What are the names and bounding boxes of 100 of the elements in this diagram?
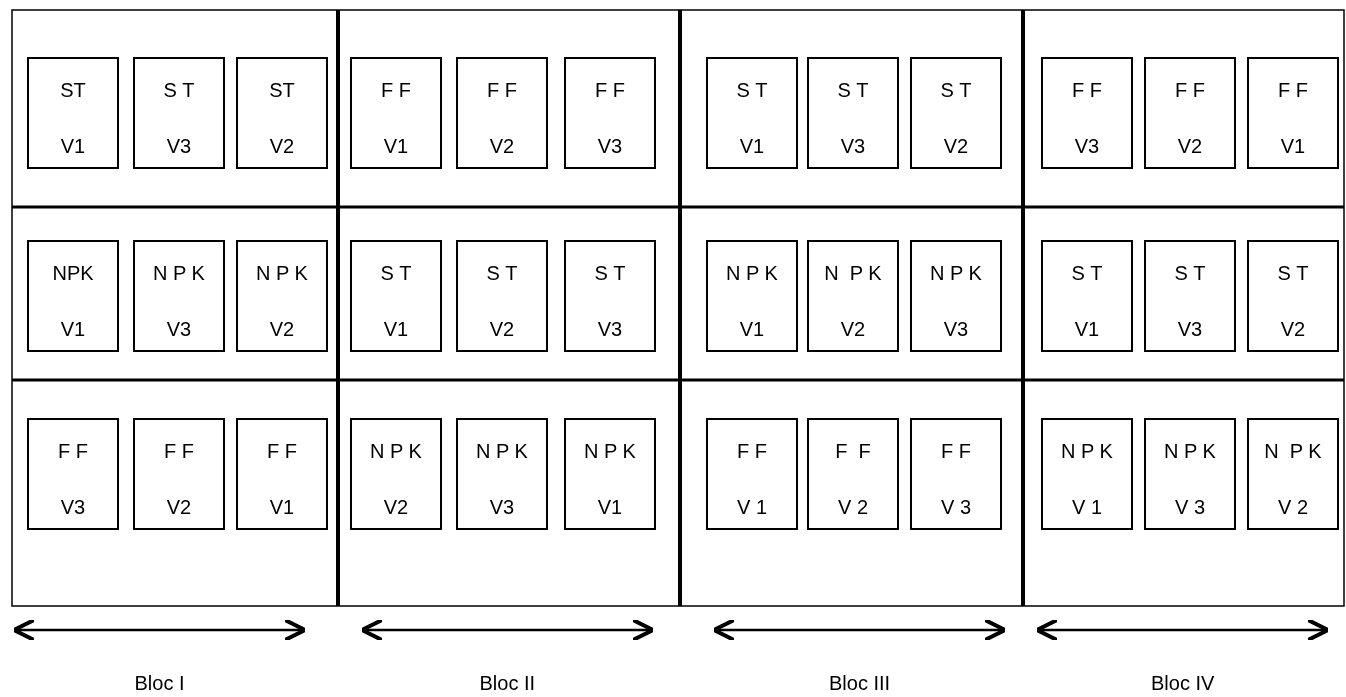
treatment-label: N P K bbox=[369, 440, 423, 463]
variety-label: V3 bbox=[59, 496, 87, 519]
treatment-label: S T bbox=[1173, 262, 1207, 285]
variety-label: V1 bbox=[382, 135, 410, 158]
plot-box bbox=[706, 240, 798, 352]
plot-box bbox=[1247, 240, 1339, 352]
plot-box bbox=[350, 418, 442, 530]
variety-label: V3 bbox=[839, 135, 867, 158]
plot-box bbox=[236, 418, 328, 530]
plot-box bbox=[1247, 57, 1339, 169]
variety-label: V3 bbox=[1073, 135, 1101, 158]
variety-label: V2 bbox=[1176, 135, 1204, 158]
variety-label: V2 bbox=[839, 318, 867, 341]
variety-label: V1 bbox=[268, 496, 296, 519]
plot-box bbox=[133, 240, 225, 352]
plot-box bbox=[910, 240, 1002, 352]
treatment-label: F F bbox=[266, 440, 298, 463]
treatment-label: S T bbox=[735, 79, 769, 102]
treatment-label: F F bbox=[57, 440, 89, 463]
treatment-label: F F bbox=[834, 440, 872, 463]
plot-box bbox=[350, 240, 442, 352]
block-label: Bloc III bbox=[829, 672, 891, 695]
plot-box bbox=[133, 418, 225, 530]
variety-label: V 2 bbox=[837, 496, 869, 519]
variety-label: V3 bbox=[1176, 318, 1204, 341]
plot-box bbox=[807, 57, 899, 169]
variety-label: V2 bbox=[942, 135, 970, 158]
treatment-label: N P K bbox=[725, 262, 779, 285]
plot-box bbox=[706, 418, 798, 530]
variety-label: V 1 bbox=[1071, 496, 1103, 519]
plot-box bbox=[236, 57, 328, 169]
treatment-label: S T bbox=[1070, 262, 1104, 285]
treatment-label: N P K bbox=[475, 440, 529, 463]
treatment-label: F F bbox=[736, 440, 768, 463]
treatment-label: S T bbox=[379, 262, 413, 285]
plot-box bbox=[1041, 418, 1133, 530]
block-label: Bloc I bbox=[134, 672, 185, 695]
variety-label: V3 bbox=[488, 496, 516, 519]
plot-box bbox=[236, 240, 328, 352]
plot-box bbox=[1247, 418, 1339, 530]
treatment-label: S T bbox=[593, 262, 627, 285]
variety-label: V2 bbox=[488, 318, 516, 341]
variety-label: V1 bbox=[1073, 318, 1101, 341]
treatment-label: N P K bbox=[823, 262, 883, 285]
plot-box bbox=[564, 240, 656, 352]
plot-box bbox=[1041, 57, 1133, 169]
plot-box bbox=[456, 240, 548, 352]
plot-box bbox=[1144, 57, 1236, 169]
plot-box bbox=[350, 57, 442, 169]
treatment-label: N P K bbox=[1163, 440, 1217, 463]
treatment-label: F F bbox=[380, 79, 412, 102]
variety-label: V1 bbox=[738, 318, 766, 341]
treatment-label: S T bbox=[836, 79, 870, 102]
treatment-label: S T bbox=[939, 79, 973, 102]
variety-label: V1 bbox=[1279, 135, 1307, 158]
plot-box bbox=[1144, 418, 1236, 530]
plot-box bbox=[807, 418, 899, 530]
variety-label: V3 bbox=[165, 318, 193, 341]
variety-label: V1 bbox=[59, 135, 87, 158]
plot-box bbox=[27, 57, 119, 169]
variety-label: V2 bbox=[1279, 318, 1307, 341]
treatment-label: N P K bbox=[152, 262, 206, 285]
plot-box bbox=[564, 418, 656, 530]
plot-box bbox=[1041, 240, 1133, 352]
treatment-label: F F bbox=[594, 79, 626, 102]
treatment-label: ST bbox=[268, 79, 296, 102]
variety-label: V3 bbox=[596, 135, 624, 158]
plot-box bbox=[456, 57, 548, 169]
plot-box bbox=[27, 240, 119, 352]
variety-label: V3 bbox=[165, 135, 193, 158]
treatment-label: F F bbox=[940, 440, 972, 463]
variety-label: V3 bbox=[942, 318, 970, 341]
plot-box bbox=[564, 57, 656, 169]
plot-box bbox=[1144, 240, 1236, 352]
treatment-label: F F bbox=[1071, 79, 1103, 102]
variety-label: V2 bbox=[268, 318, 296, 341]
plot-box bbox=[456, 418, 548, 530]
variety-label: V 1 bbox=[736, 496, 768, 519]
variety-label: V 2 bbox=[1277, 496, 1309, 519]
variety-label: V2 bbox=[165, 496, 193, 519]
treatment-label: F F bbox=[1277, 79, 1309, 102]
plot-box bbox=[706, 57, 798, 169]
treatment-label: ST bbox=[59, 79, 87, 102]
block-label: Bloc IV bbox=[1151, 672, 1215, 695]
treatment-label: S T bbox=[162, 79, 196, 102]
variety-label: V1 bbox=[596, 496, 624, 519]
variety-label: V1 bbox=[738, 135, 766, 158]
variety-label: V2 bbox=[268, 135, 296, 158]
variety-label: V1 bbox=[59, 318, 87, 341]
plot-box bbox=[133, 57, 225, 169]
treatment-label: N P K bbox=[1060, 440, 1114, 463]
block-label: Bloc II bbox=[479, 672, 536, 695]
plot-box bbox=[910, 418, 1002, 530]
variety-label: V 3 bbox=[940, 496, 972, 519]
variety-label: V2 bbox=[488, 135, 516, 158]
variety-label: V1 bbox=[382, 318, 410, 341]
treatment-label: F F bbox=[486, 79, 518, 102]
treatment-label: N P K bbox=[255, 262, 309, 285]
plot-box bbox=[807, 240, 899, 352]
variety-label: V3 bbox=[596, 318, 624, 341]
